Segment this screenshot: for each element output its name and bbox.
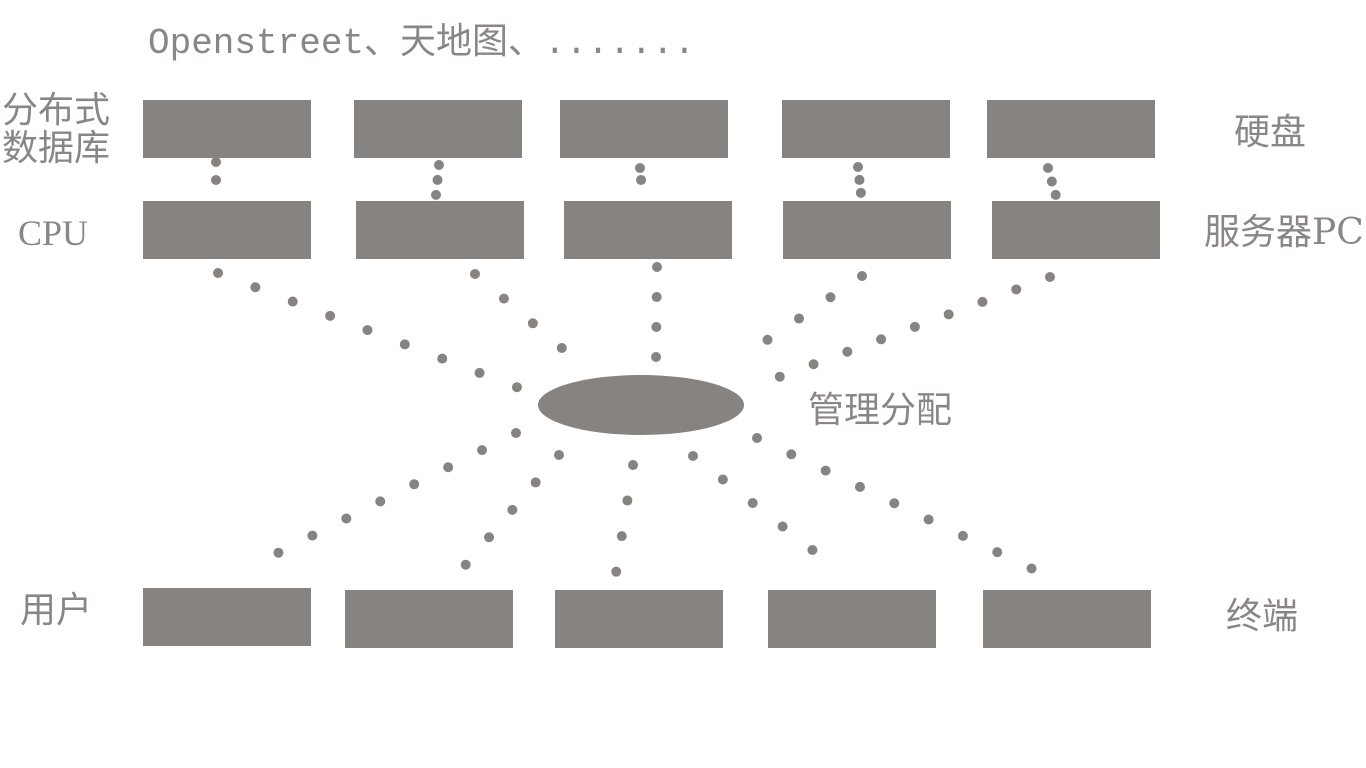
dotted-connector-6 bbox=[213, 268, 545, 401]
dotted-connector-3 bbox=[635, 163, 647, 196]
cpu-box-4 bbox=[783, 201, 951, 259]
user-box-3 bbox=[555, 590, 723, 648]
label-cpu: CPU bbox=[18, 213, 89, 253]
manager-ellipse bbox=[538, 375, 744, 435]
dotted-connector-4 bbox=[853, 162, 866, 199]
dotted-connector-7 bbox=[470, 269, 595, 377]
dotted-connector-13 bbox=[611, 460, 638, 578]
dotted-connector-2 bbox=[431, 160, 444, 200]
label-database: 分布式 数据库 bbox=[2, 92, 110, 168]
label-manager: 管理分配 bbox=[808, 390, 953, 431]
label-database-line2: 数据库 bbox=[2, 128, 111, 169]
label-server: 服务器PC bbox=[1204, 212, 1364, 253]
user-box-1 bbox=[143, 588, 311, 646]
dotted-connector-11 bbox=[253, 428, 521, 568]
disk-box-4 bbox=[782, 100, 950, 158]
dotted-connector-5 bbox=[1043, 163, 1061, 201]
user-box-2 bbox=[345, 590, 513, 648]
label-user: 用户 bbox=[20, 590, 93, 631]
disk-box-2 bbox=[354, 100, 522, 158]
label-disk: 硬盘 bbox=[1234, 112, 1307, 153]
cpu-box-2 bbox=[356, 201, 524, 259]
disk-box-1 bbox=[143, 100, 311, 158]
dotted-connector-9 bbox=[740, 271, 867, 360]
disk-box-5 bbox=[987, 100, 1155, 158]
cpu-box-1 bbox=[143, 201, 311, 259]
user-box-4 bbox=[768, 590, 936, 648]
disk-box-3 bbox=[560, 100, 728, 158]
dotted-connector-8 bbox=[651, 262, 662, 365]
dotted-connector-14 bbox=[688, 451, 839, 572]
user-box-5 bbox=[983, 590, 1151, 648]
cpu-box-5 bbox=[992, 201, 1160, 259]
label-terminal: 终端 bbox=[1226, 596, 1299, 637]
dotted-connector-10 bbox=[755, 272, 1055, 389]
label-database-line1: 分布式 bbox=[2, 90, 111, 131]
cpu-box-3 bbox=[564, 201, 732, 259]
dotted-connector-15 bbox=[752, 433, 1065, 587]
diagram-title: Openstreet、天地图、....... bbox=[148, 23, 696, 64]
dotted-connector-12 bbox=[446, 450, 564, 587]
